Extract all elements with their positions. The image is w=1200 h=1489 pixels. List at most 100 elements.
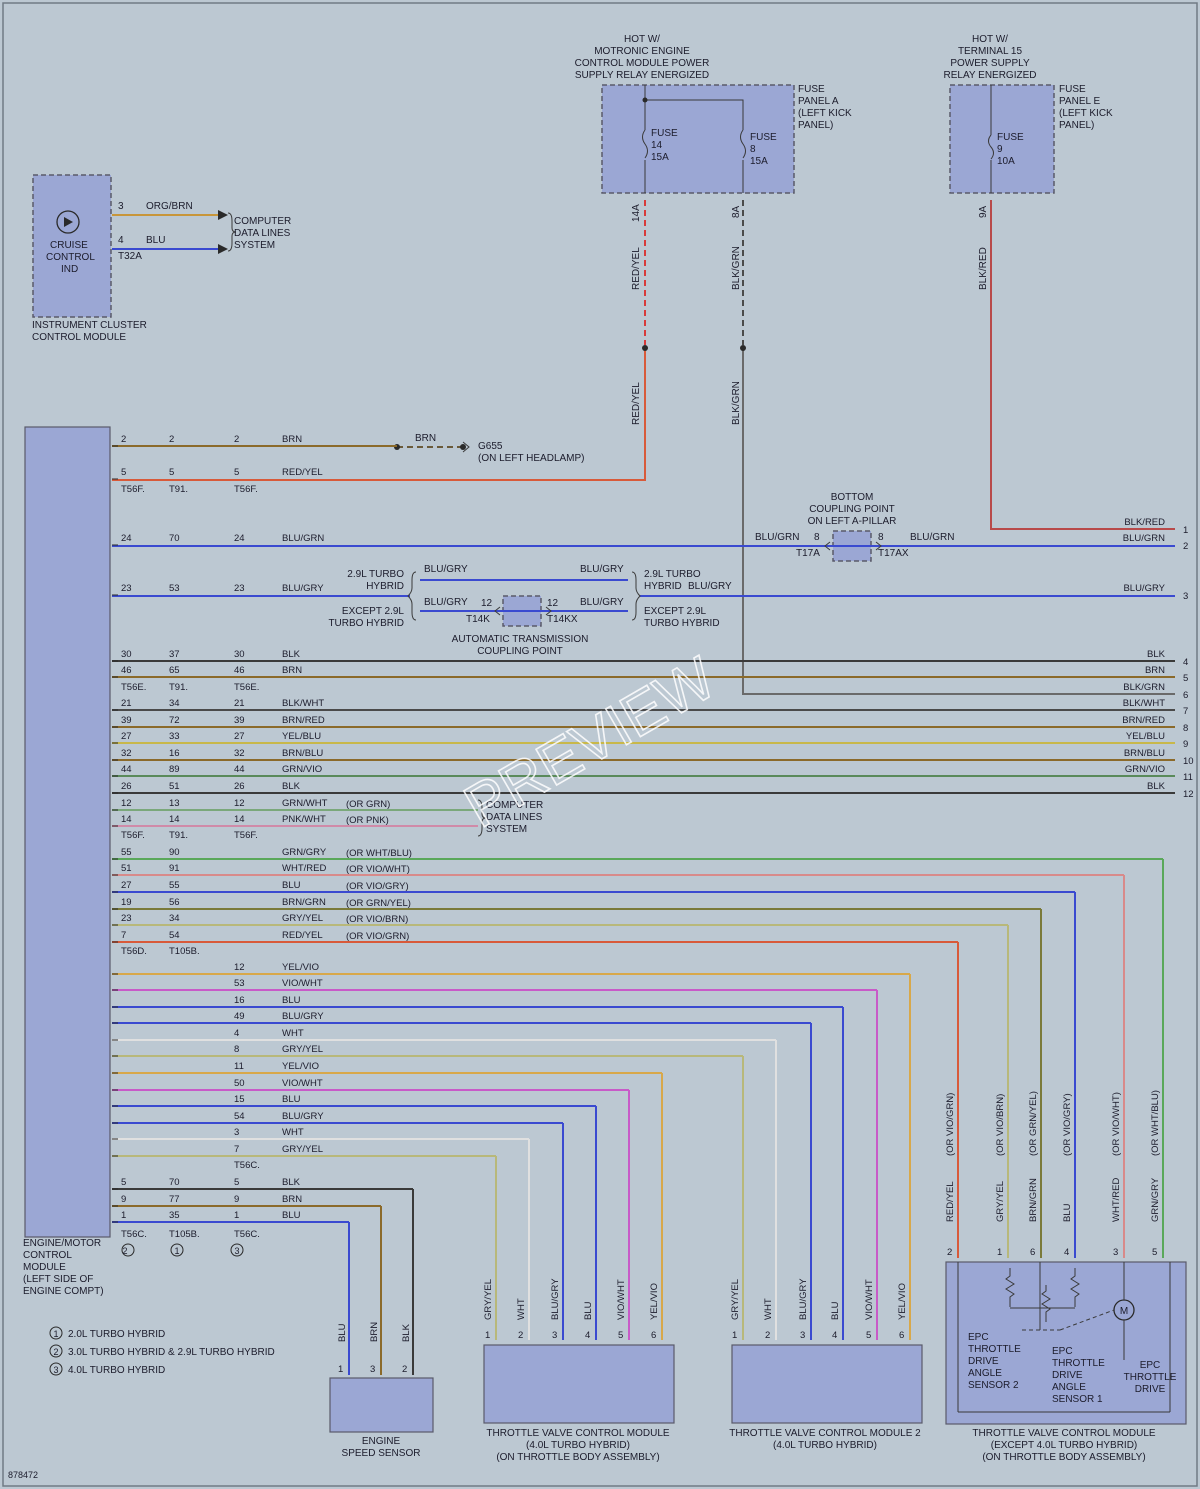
- figure-id: 878472: [8, 1470, 38, 1480]
- connector-label: T91.: [169, 830, 188, 841]
- tv-pin-wire-label: BLU/GRY: [550, 1278, 561, 1320]
- ic-pin: 4: [118, 235, 124, 246]
- instrument-cluster-box[interactable]: [32, 174, 112, 318]
- right-wire-label: BLK: [1147, 781, 1166, 792]
- connector-label: T56F.: [121, 830, 145, 841]
- legend-number: 1: [53, 1329, 58, 1339]
- right-wire-labels: BLK/RED1BLU/GRN2BLU/GRY3BLK4BRN5BLK/GRN6…: [1122, 517, 1193, 800]
- throttle-valve-module-box[interactable]: [945, 1261, 1187, 1425]
- pin-number: 5: [169, 467, 174, 478]
- hot-term15-line: RELAY ENERGIZED: [944, 70, 1037, 81]
- connector-label: T91.: [169, 484, 188, 495]
- sensor-pin-number: 1: [338, 1364, 343, 1375]
- wire-alt-label: (OR GRN): [346, 799, 390, 810]
- pin-number: 5: [234, 467, 239, 478]
- pin-number: 5: [121, 1177, 126, 1188]
- static-wires: [56, 85, 1175, 837]
- right-wire-number: 4: [1183, 657, 1188, 668]
- sensor-pin-wire-label: BLU: [337, 1323, 348, 1342]
- fuse14-label: 15A: [651, 152, 669, 163]
- connector-label: T56F.: [121, 484, 145, 495]
- pin-number: 32: [234, 748, 245, 759]
- right-wire-number: 7: [1183, 706, 1188, 717]
- component-boxes: [24, 84, 1187, 1433]
- right-wire-number: 5: [1183, 673, 1188, 684]
- tv3-pin-wire-label: BLU: [1062, 1203, 1073, 1222]
- right-wire-number: 12: [1183, 789, 1194, 800]
- pin-number: 37: [169, 649, 180, 660]
- pin-number: 27: [121, 731, 132, 742]
- pin-12: 12: [481, 598, 493, 609]
- fuse-panel-e-box[interactable]: [949, 84, 1055, 194]
- tvcm2-label: THROTTLE VALVE CONTROL MODULE 2: [729, 1428, 921, 1439]
- wire-color-label: RED/YEL: [282, 467, 323, 478]
- tv-pin-number: 2: [518, 1330, 523, 1341]
- wire-color-label: BLK: [282, 649, 301, 660]
- pin-number: 21: [234, 698, 245, 709]
- wire-color-label: BRN: [282, 665, 302, 676]
- right-wire-label: BRN/RED: [1122, 715, 1165, 726]
- engine-speed-sensor-box[interactable]: [329, 1377, 434, 1433]
- tv3-pin-wire-label: GRN/GRY: [1150, 1177, 1161, 1222]
- pin-number: 19: [121, 897, 132, 908]
- sensor1-resistor-icon: [1041, 1285, 1051, 1322]
- tvcm2-label: (4.0L TURBO HYBRID): [773, 1440, 877, 1451]
- fuse-panel-a-box[interactable]: [601, 84, 795, 194]
- epc-angle2-label: EPC: [968, 1332, 989, 1343]
- wire-color-label: YEL/BLU: [282, 731, 321, 742]
- wire-label-brn: BRN: [415, 433, 436, 444]
- epc-drive-label: THROTTLE: [1124, 1372, 1177, 1383]
- legend-number: 3: [53, 1365, 58, 1375]
- pin-number: 65: [169, 665, 180, 676]
- pin-number: 77: [169, 1194, 180, 1205]
- pin-12: 12: [547, 598, 559, 609]
- pin-8: 8: [878, 532, 884, 543]
- connector-label: T56E.: [121, 682, 146, 693]
- tvcm1-label: THROTTLE VALVE CONTROL MODULE: [486, 1428, 670, 1439]
- epc-angle1-label: ANGLE: [1052, 1382, 1086, 1393]
- blk-grn-splice: [740, 345, 746, 351]
- connector-t14k: T14K: [466, 614, 490, 625]
- throttle-valve-module-1-box[interactable]: [483, 1344, 675, 1424]
- connector-label: T105B.: [169, 946, 200, 957]
- hot-motronic-line: MOTRONIC ENGINE: [594, 46, 690, 57]
- hot-motronic-line: SUPPLY RELAY ENERGIZED: [575, 70, 709, 81]
- pin-number: 2: [169, 434, 174, 445]
- pin-number: 2: [234, 434, 239, 445]
- brace-icon: [407, 571, 417, 621]
- wire-alt-label: (OR PNK): [346, 815, 389, 826]
- pin-number: 13: [169, 798, 180, 809]
- wire-label-red-yel: RED/YEL: [631, 382, 642, 425]
- pin-number: 12: [121, 798, 132, 809]
- computer-data-lines-label: DATA LINES: [486, 812, 543, 823]
- pin-number: 24: [234, 533, 245, 544]
- pin-number: 35: [169, 1210, 180, 1221]
- hot-term15-line: POWER SUPPLY: [950, 58, 1030, 69]
- wire-label-blu: BLU: [146, 235, 165, 246]
- cruise-arrow-icon: [64, 217, 73, 227]
- wire-color-label: BLU: [282, 880, 301, 891]
- pin-number: 89: [169, 764, 180, 775]
- brace-icon: [227, 212, 237, 252]
- wire-label-blk-grn: BLK/GRN: [731, 381, 742, 425]
- fuse8-icon: [740, 129, 746, 159]
- pin-number: 72: [169, 715, 180, 726]
- connector-label: T105B.: [169, 1229, 200, 1240]
- pin-number: 12: [234, 798, 245, 809]
- tv-pin-number: 6: [651, 1330, 656, 1341]
- wire-color-label: BRN/BLU: [282, 748, 323, 759]
- engine-control-module-box[interactable]: [24, 426, 111, 1238]
- pin-number: 44: [121, 764, 132, 775]
- tv3-pin-number: 3: [1113, 1247, 1118, 1258]
- ecm-label: CONTROL: [23, 1250, 72, 1261]
- motor-label: M: [1120, 1306, 1128, 1317]
- hot-motronic-line: HOT W/: [624, 34, 660, 45]
- computer-data-lines-label: DATA LINES: [234, 228, 291, 239]
- wire-color-label: BRN: [282, 434, 302, 445]
- epc-internals: [957, 1262, 1171, 1413]
- tv-pin-number: 6: [899, 1330, 904, 1341]
- throttle-valve-module-2-box[interactable]: [731, 1344, 923, 1424]
- pin-number: 11: [234, 1061, 244, 1072]
